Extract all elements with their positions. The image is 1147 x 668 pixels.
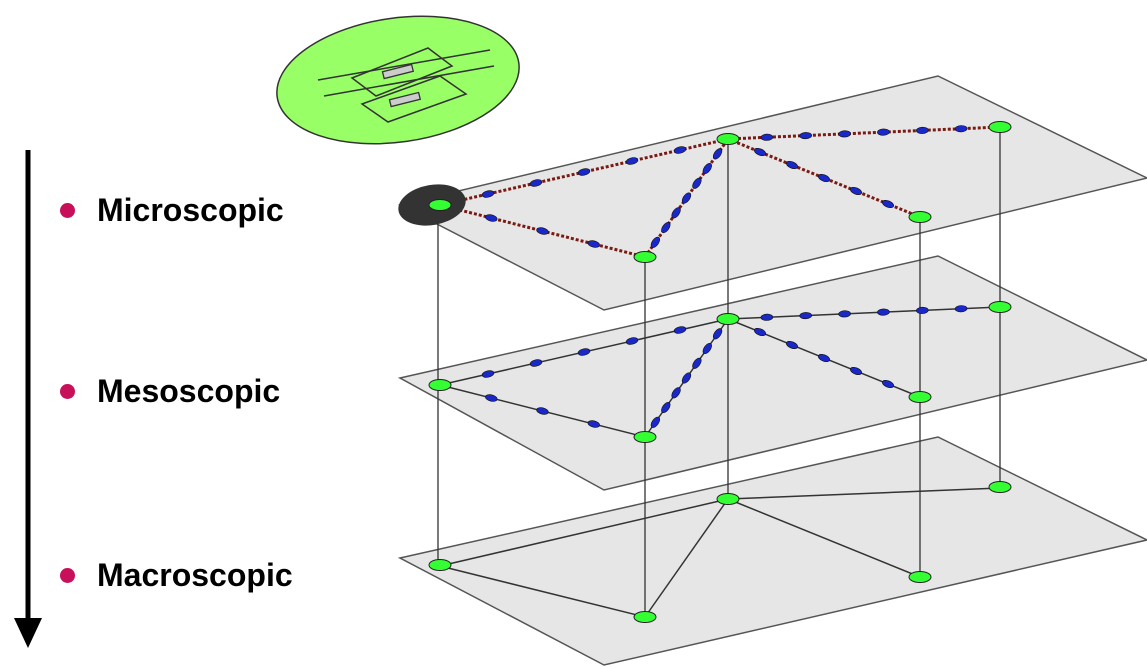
lane-point <box>529 179 543 187</box>
lane-point <box>625 337 639 345</box>
network-node <box>988 121 1012 133</box>
lane-point <box>838 310 851 318</box>
network-node <box>716 313 740 325</box>
lane-point <box>481 190 495 198</box>
network-node <box>633 251 657 263</box>
lane-point <box>799 132 812 140</box>
lane-point <box>673 146 687 154</box>
lane-point <box>882 199 894 209</box>
meso-plane <box>397 255 1147 491</box>
lane-point <box>712 148 723 160</box>
lane-point <box>799 312 812 320</box>
lane-point <box>786 340 798 350</box>
bullet-icon <box>60 383 75 399</box>
lane-point <box>481 370 495 378</box>
lane-point <box>650 236 661 248</box>
lane-point <box>485 394 498 402</box>
lane-point <box>529 359 543 367</box>
network-node <box>908 211 932 223</box>
micro-plane <box>397 75 1147 311</box>
lane-point <box>681 192 692 204</box>
lane-point <box>536 407 549 415</box>
lane-point <box>587 420 600 428</box>
lane-point <box>712 328 723 340</box>
level-label-mesoscopic: Mesoscopic <box>97 372 281 409</box>
level-microscopic: Microscopic <box>60 190 284 230</box>
down-arrow-icon <box>14 150 42 648</box>
lane-point <box>702 162 712 175</box>
bullet-icon <box>60 567 75 583</box>
lane-point <box>882 379 894 389</box>
lane-point <box>587 240 600 248</box>
lane-point <box>877 128 890 136</box>
lane-point <box>916 306 929 314</box>
macro-links <box>439 487 1001 618</box>
lane-point <box>754 147 766 157</box>
lane-point <box>673 326 687 334</box>
lane-point <box>661 401 671 414</box>
lane-point <box>877 308 890 316</box>
lane-point <box>625 157 639 165</box>
bullet-icon <box>60 202 75 218</box>
level-macroscopic: Macroscopic <box>60 555 293 595</box>
lane-point <box>818 353 830 363</box>
lane-point <box>954 125 968 133</box>
lane-point <box>577 348 591 356</box>
network-nodes <box>428 121 1012 623</box>
network-node <box>908 571 932 583</box>
network-node <box>633 431 657 443</box>
lane-point <box>850 366 862 376</box>
level-label-macroscopic: Macroscopic <box>97 556 293 593</box>
network-node <box>633 611 657 623</box>
lane-point <box>692 177 702 189</box>
lane-point <box>850 186 862 196</box>
lane-point <box>760 133 774 141</box>
lane-point <box>536 227 549 235</box>
network-node <box>428 379 452 391</box>
lane-point <box>692 357 702 369</box>
lane-point <box>650 416 661 428</box>
network-node <box>428 559 452 571</box>
network-node <box>988 481 1012 493</box>
level-mesoscopic: Mesoscopic <box>60 371 280 411</box>
lane-point <box>754 327 766 337</box>
lane-point <box>760 313 774 321</box>
lane-point <box>818 173 830 183</box>
lane-point <box>671 387 681 399</box>
network-node <box>988 301 1012 313</box>
lane-point <box>681 372 692 384</box>
meso-lane-points <box>481 305 968 428</box>
level-label-microscopic: Microscopic <box>97 191 284 228</box>
network-node <box>716 133 740 145</box>
microscopic-junction-detail-icon <box>276 15 520 145</box>
lane-point <box>786 160 798 170</box>
macro-plane <box>397 436 1147 666</box>
lane-point <box>838 130 851 138</box>
lane-point <box>954 305 968 313</box>
network-node <box>908 391 932 403</box>
lane-point <box>661 221 671 234</box>
network-node <box>428 199 452 211</box>
lane-point <box>671 207 681 219</box>
micro-lane-points <box>481 125 968 248</box>
lane-point <box>485 214 498 222</box>
lane-point <box>577 168 591 176</box>
lane-point <box>916 126 929 134</box>
lane-point <box>702 342 712 355</box>
network-node <box>716 493 740 505</box>
